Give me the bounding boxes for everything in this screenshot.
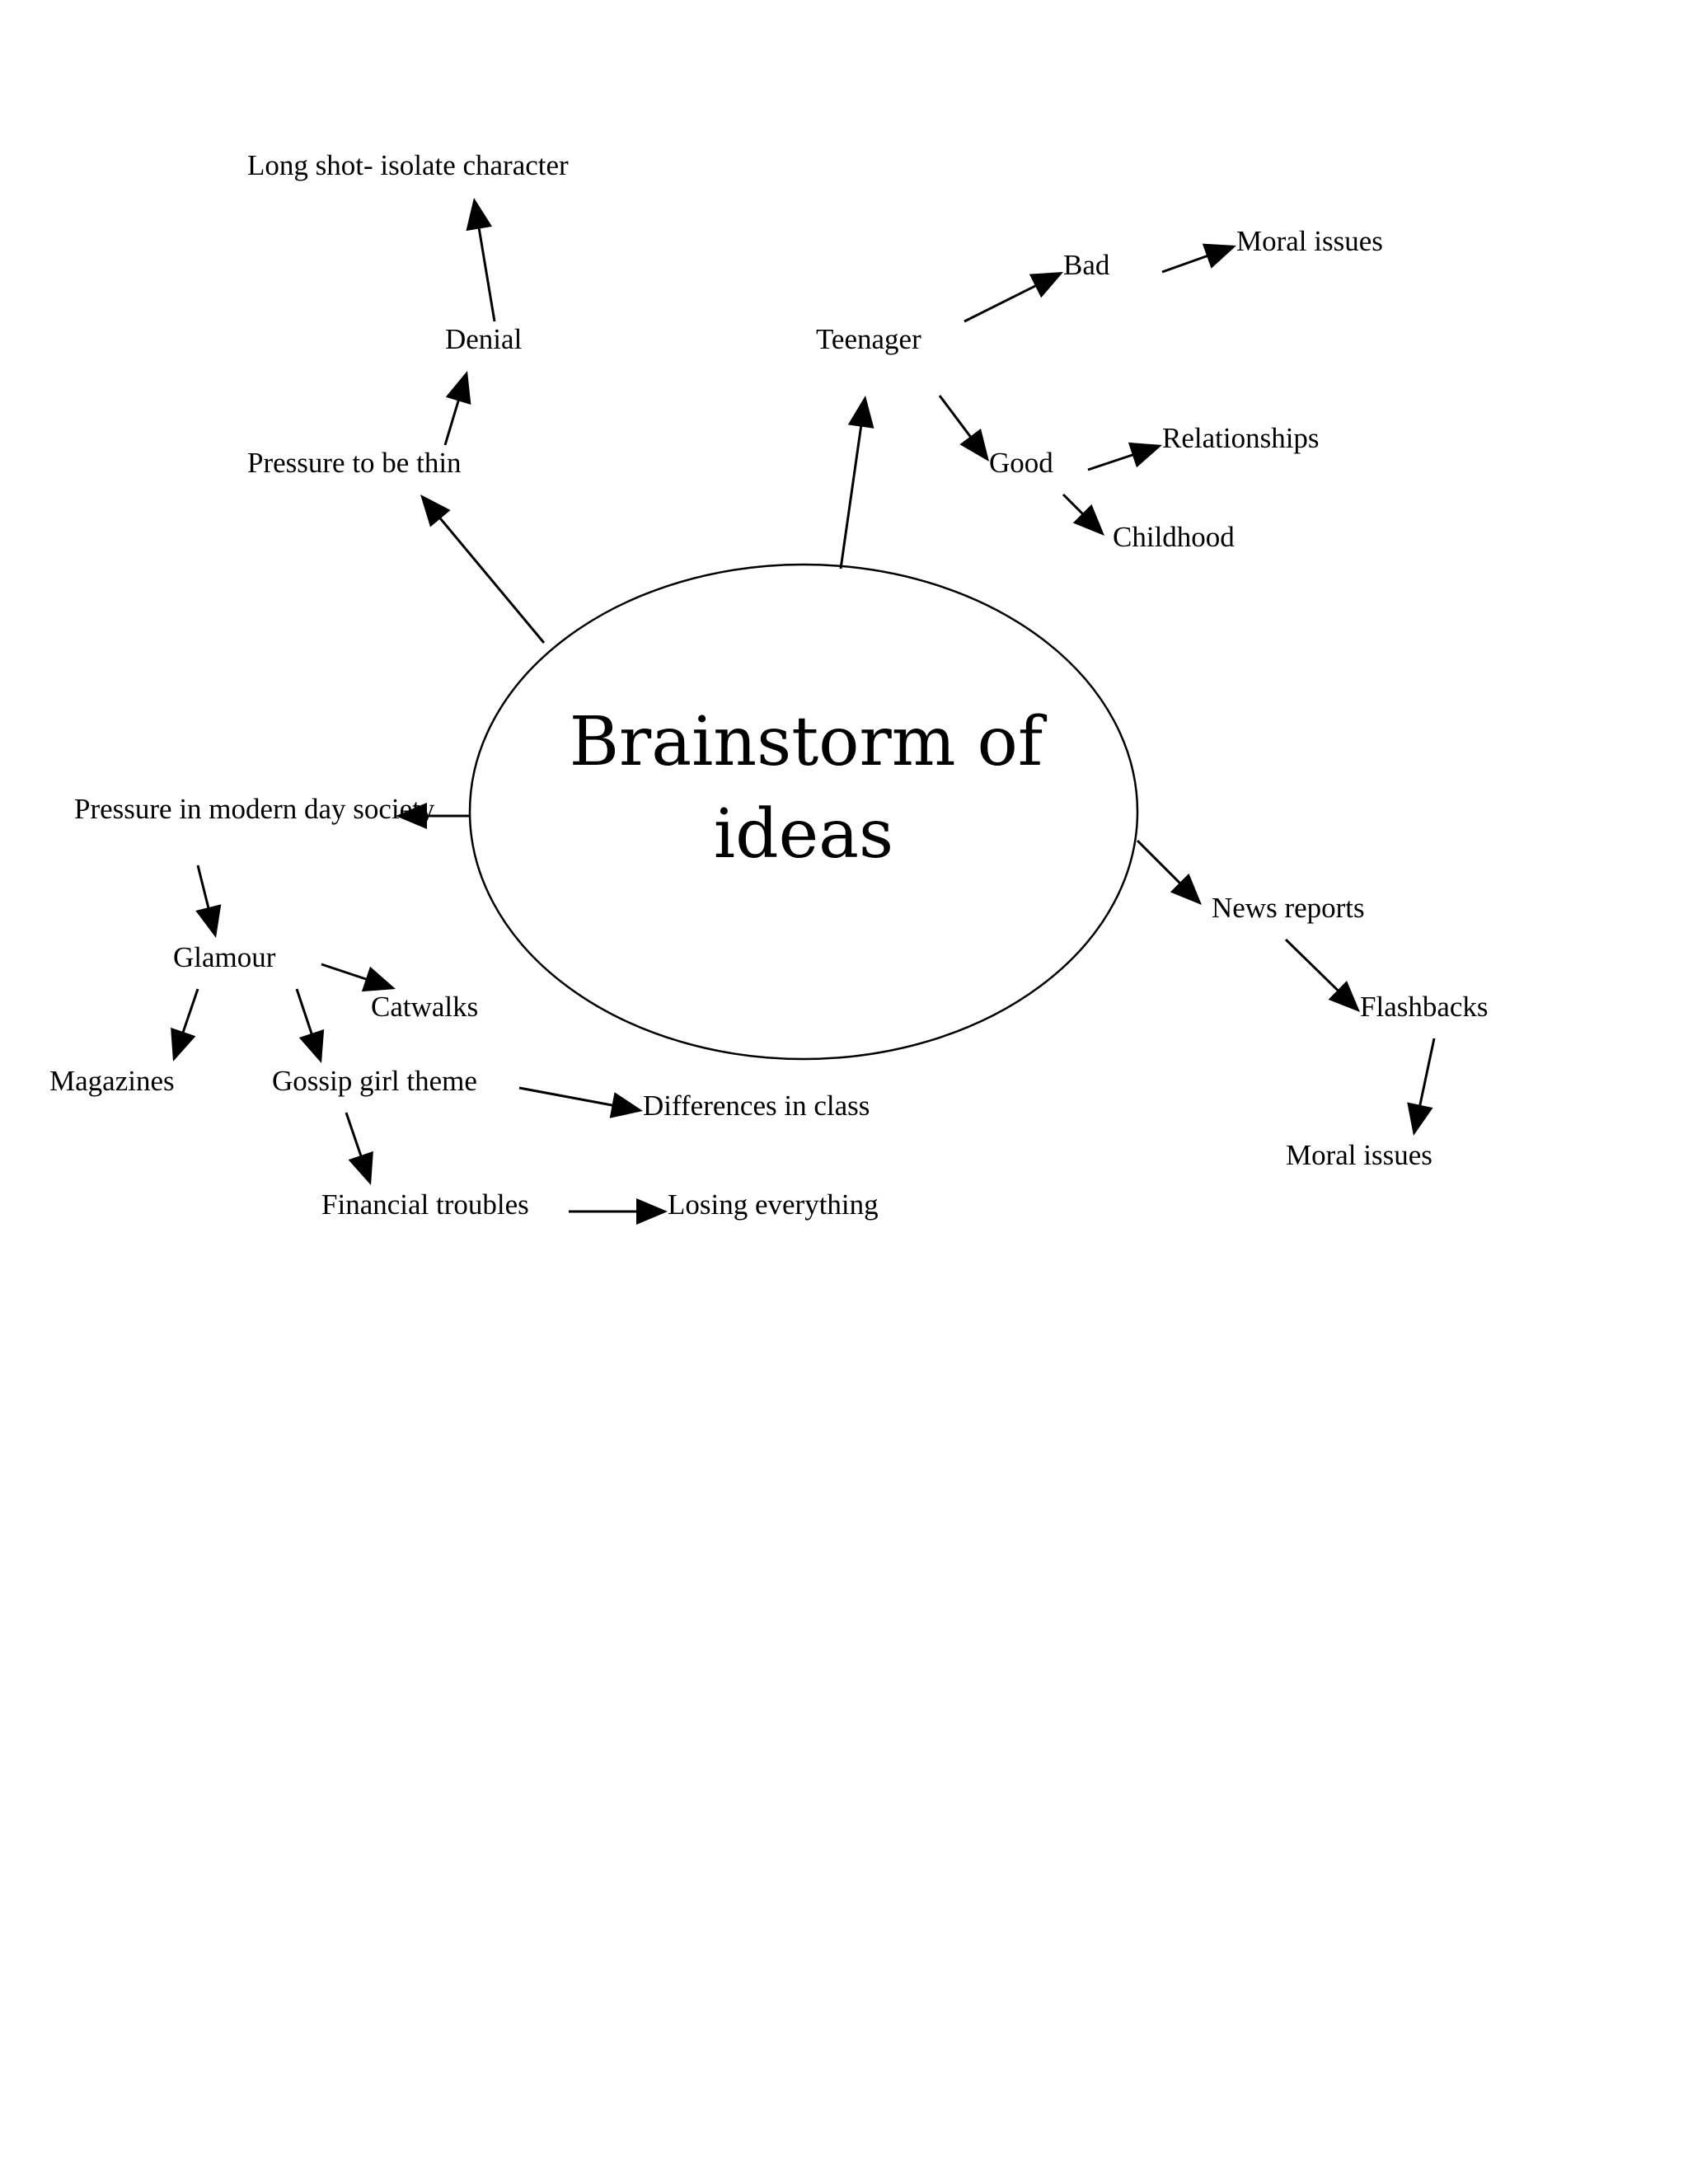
node-moral-issues-bottom: Moral issues (1286, 1139, 1432, 1171)
arrow-shaft (1087, 452, 1137, 471)
node-moral-issues-top: Moral issues (1236, 225, 1383, 257)
center-title-line-2: ideas (714, 795, 893, 874)
arrow-head (348, 1151, 373, 1185)
arrow-head (361, 966, 396, 992)
arrow-shaft (1418, 1038, 1436, 1109)
arrow-head (1072, 504, 1104, 536)
arrow-shaft (443, 397, 461, 446)
arrow-head (396, 803, 427, 829)
arrow-glamour-to-catwalks (321, 963, 396, 992)
node-good: Good (989, 447, 1053, 479)
arrow-center-to-society (396, 803, 470, 829)
arrow-shaft (295, 988, 314, 1038)
arrow-thin-to-denial (443, 371, 471, 446)
arrow-teenager-to-good (938, 395, 989, 462)
arrow-society-to-glamour (195, 865, 222, 938)
arrow-good-to-childhood (1062, 493, 1104, 536)
arrow-news-to-flashbacks (1284, 938, 1360, 1012)
arrow-denial-to-long-shot (466, 198, 496, 322)
node-long-shot: Long shot- isolate character (247, 149, 569, 181)
node-pressure-modern-society: Pressure in modern day society (74, 793, 435, 825)
arrow-shaft (181, 988, 199, 1036)
arrow-shaft (321, 963, 370, 982)
arrow-bad-to-moral-issues (1161, 243, 1236, 274)
arrow-shaft (1136, 839, 1184, 887)
arrow-head (1407, 1102, 1433, 1136)
arrow-shaft (437, 515, 546, 644)
node-denial: Denial (445, 323, 523, 355)
arrow-gossip-to-differences (518, 1086, 643, 1118)
arrow-shaft (964, 283, 1039, 323)
arrow-good-to-relationships (1087, 442, 1162, 471)
node-differences-in-class: Differences in class (643, 1090, 870, 1122)
node-magazines: Magazines (49, 1065, 175, 1097)
arrow-head (171, 1027, 196, 1062)
node-flashbacks: Flashbacks (1360, 991, 1489, 1023)
node-teenager: Teenager (816, 323, 921, 355)
arrow-head (1202, 243, 1236, 269)
arrow-glamour-to-magazines (171, 988, 199, 1062)
arrow-shaft (196, 865, 211, 912)
arrow-head (1170, 873, 1202, 905)
arrow-head (195, 904, 222, 938)
arrow-teenager-to-bad (964, 272, 1063, 323)
arrow-shaft (477, 225, 496, 322)
arrow-head (847, 396, 874, 429)
node-financial-troubles: Financial troubles (321, 1188, 529, 1221)
arrow-center-to-thin (420, 494, 546, 644)
node-bad: Bad (1063, 249, 1110, 281)
arrow-shaft (1284, 938, 1341, 994)
arrow-head (1328, 980, 1360, 1012)
central-oval (468, 563, 1139, 1061)
arrow-shaft (345, 1112, 363, 1160)
arrow-shaft (1062, 493, 1086, 518)
arrow-head (1029, 272, 1063, 298)
arrow-head (609, 1092, 643, 1118)
node-childhood: Childhood (1113, 521, 1235, 553)
arrow-shaft (839, 423, 863, 569)
arrow-center-to-news (1136, 839, 1202, 905)
center-title-line-1: Brainstorm of (570, 703, 1048, 781)
arrow-head (636, 1198, 668, 1225)
node-news-reports: News reports (1212, 892, 1365, 924)
arrow-gossip-to-financial (345, 1112, 373, 1185)
node-catwalks: Catwalks (371, 991, 478, 1023)
arrow-shaft (938, 395, 973, 440)
node-pressure-to-be-thin: Pressure to be thin (247, 447, 462, 479)
node-gossip-girl-theme: Gossip girl theme (272, 1065, 477, 1097)
arrow-flashbacks-to-moral-issues (1407, 1038, 1436, 1136)
arrow-glamour-to-gossip (295, 988, 325, 1063)
arrow-head (1128, 442, 1162, 468)
arrow-shaft (518, 1086, 616, 1108)
arrow-head (959, 429, 989, 462)
arrow-shaft (1161, 253, 1211, 274)
arrow-head (298, 1029, 325, 1063)
node-relationships: Relationships (1162, 422, 1320, 454)
node-glamour: Glamour (173, 941, 276, 973)
arrow-head (466, 198, 493, 232)
arrow-head (445, 371, 471, 405)
connector-arrows (171, 198, 1436, 1225)
arrow-financial-to-losing (569, 1198, 668, 1225)
node-losing-everything: Losing everything (668, 1188, 879, 1221)
arrow-head (420, 494, 451, 527)
arrow-center-to-teenager (839, 396, 874, 569)
